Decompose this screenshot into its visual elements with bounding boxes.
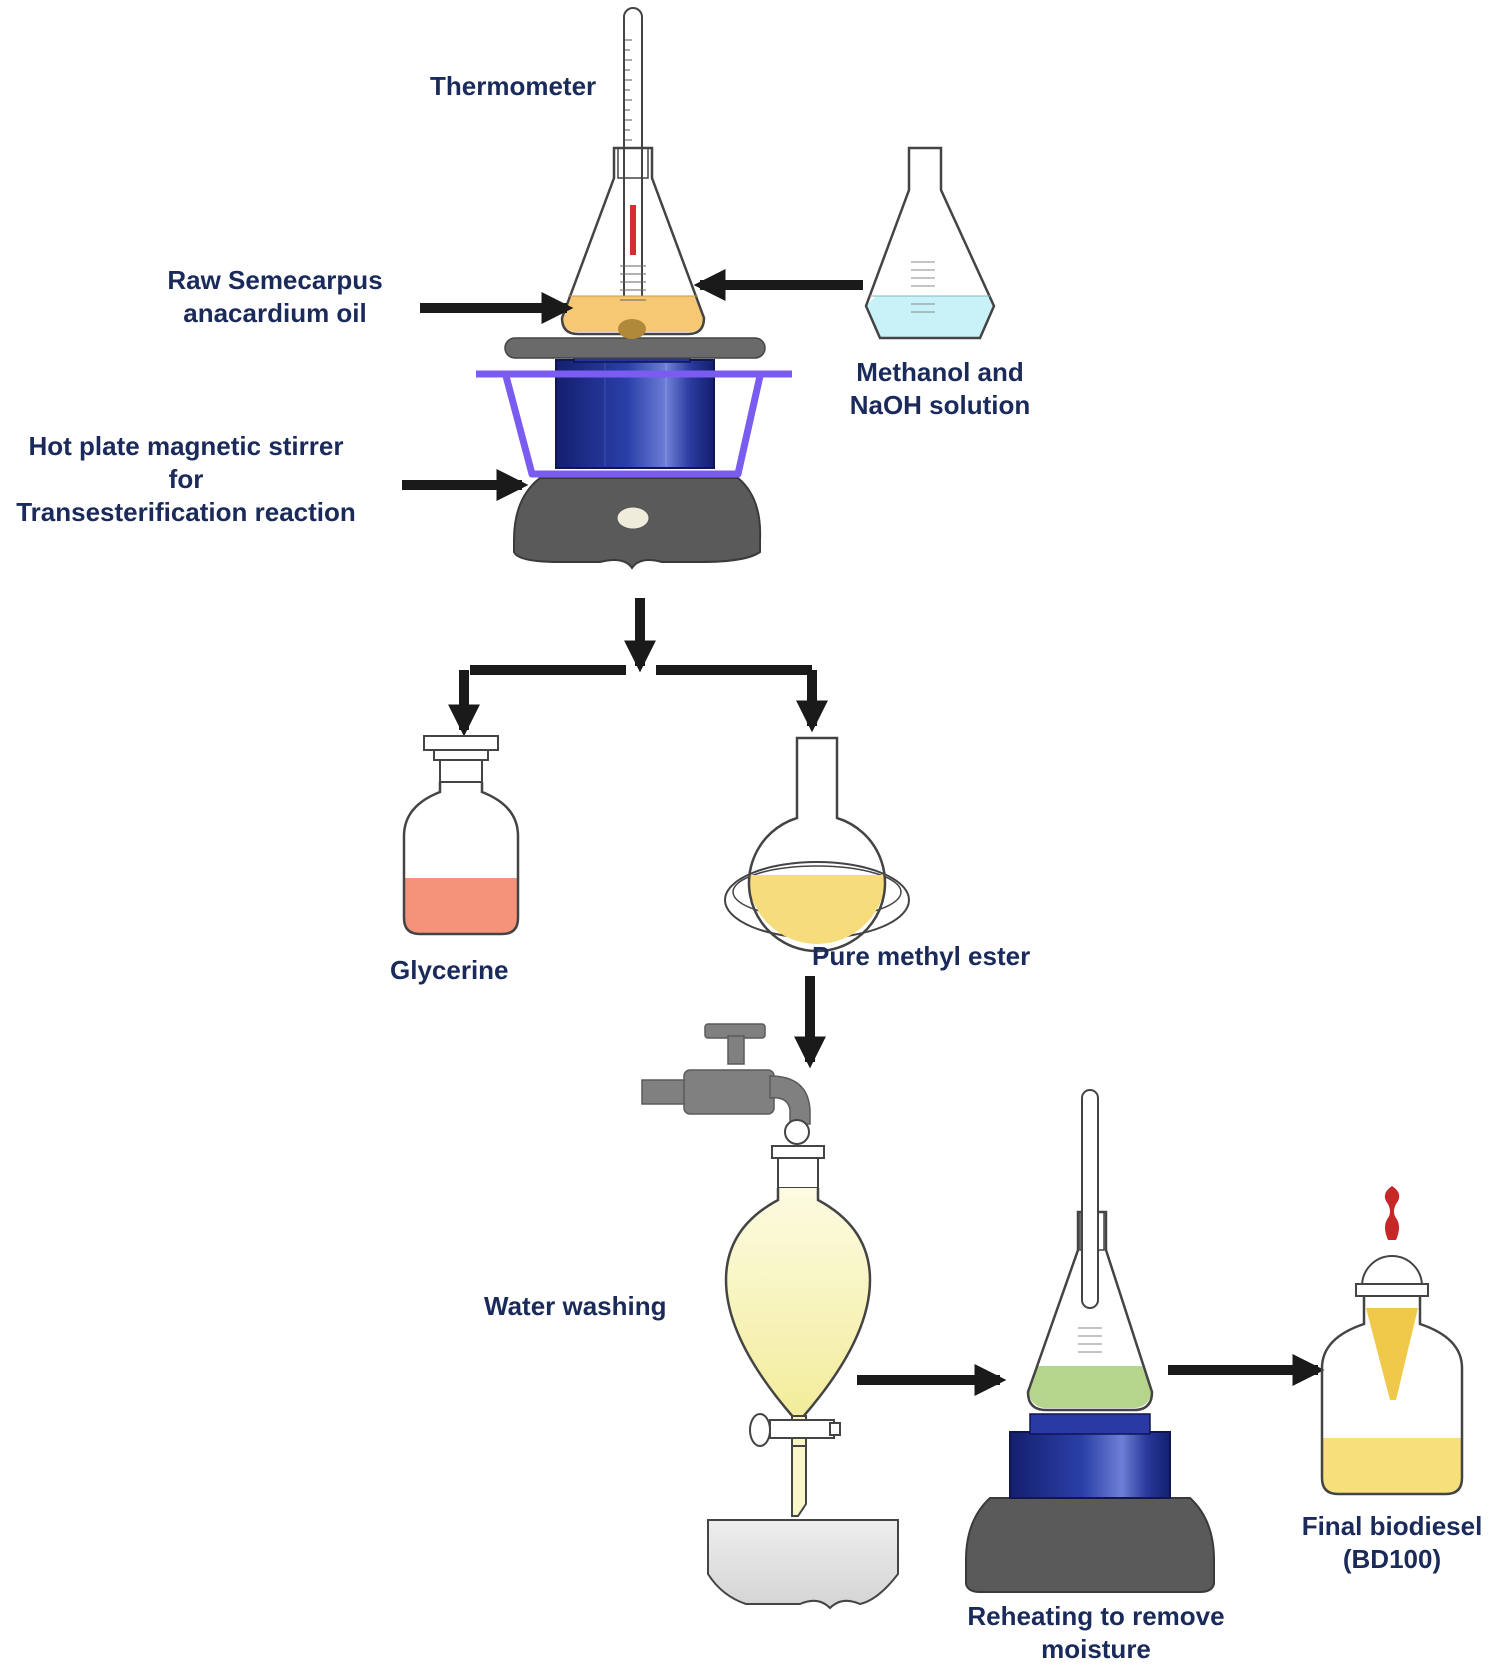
final-label-line-1: Final biodiesel [1301, 1511, 1483, 1541]
reheating-hot-plate [965, 1497, 1215, 1593]
hot-plate-label-line-2: for [168, 464, 204, 494]
separating-funnel [724, 1119, 872, 1517]
reheating-label-line-2: moisture [1041, 1634, 1151, 1664]
reheating-label: Reheating to remove moisture [946, 1600, 1246, 1666]
stirrer-cylinder [555, 339, 715, 469]
glycerine-bottle [402, 735, 520, 936]
methanol-flask [864, 146, 996, 340]
raw-oil-label-line-1: Raw Semecarpus [167, 265, 383, 295]
methyl-ester-flask [724, 736, 910, 953]
methanol-label-line-1: Methanol and [856, 357, 1024, 387]
thermometer [623, 7, 643, 319]
support-stand [476, 370, 792, 478]
reheating-thermometer [1081, 1089, 1099, 1309]
glycerine-label: Glycerine [390, 955, 509, 985]
split-arrows [447, 598, 829, 737]
reheating-label-line-1: Reheating to remove [967, 1601, 1225, 1631]
methanol-label: Methanol and NaOH solution [830, 356, 1050, 422]
thermometer-label: Thermometer [430, 71, 597, 101]
methanol-label-line-2: NaOH solution [849, 390, 1031, 420]
hot-plate-label-line-1: Hot plate magnetic stirrer [28, 431, 344, 461]
collection-basin [707, 1519, 899, 1610]
hot-plate-label: Hot plate magnetic stirrer for Transeste… [0, 430, 372, 529]
final-label-line-2: (BD100) [1342, 1544, 1442, 1574]
hot-plate-label-line-3: Transesterification reaction [16, 497, 356, 527]
raw-oil-label: Raw Semecarpus anacardium oil [150, 264, 400, 330]
methyl-ester-label: Pure methyl ester [812, 941, 1031, 971]
water-tap [641, 1023, 811, 1125]
raw-oil-label-line-2: anacardium oil [183, 298, 367, 328]
hot-plate-base [513, 477, 762, 570]
reheating-stirrer [1009, 1413, 1171, 1499]
top-plate [504, 337, 766, 359]
water-washing-label: Water washing [484, 1291, 667, 1321]
reheating-flask [1026, 1210, 1154, 1412]
final-biodiesel-bottle [1320, 1186, 1464, 1496]
final-biodiesel-label: Final biodiesel (BD100) [1292, 1510, 1492, 1576]
